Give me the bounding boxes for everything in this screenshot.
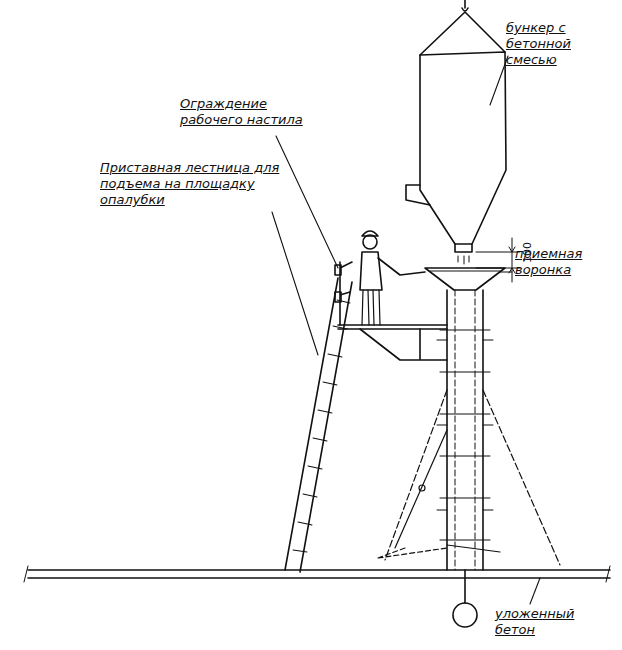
worker-figure (360, 231, 425, 325)
vibrator-symbol (453, 603, 477, 627)
placed-concrete-ground (24, 566, 610, 582)
work-platform (338, 325, 447, 360)
dimension-line (476, 238, 520, 282)
receiving-funnel (425, 268, 505, 290)
railing-label: Ограждение рабочего настила (180, 96, 305, 128)
crane-hook (420, 0, 505, 55)
ladder-label: Приставная лестница для подъема на площа… (100, 160, 290, 208)
trunk-pipe (437, 290, 493, 603)
dimension-value: 100 (520, 242, 536, 263)
bucket-label: бункер с бетонной смесью (506, 20, 616, 68)
trunk-bracing (378, 390, 560, 565)
leader-lines (272, 56, 540, 604)
ladder (285, 278, 352, 572)
concrete-bucket (406, 52, 506, 264)
concrete-label: уложенный бетон (495, 606, 615, 638)
